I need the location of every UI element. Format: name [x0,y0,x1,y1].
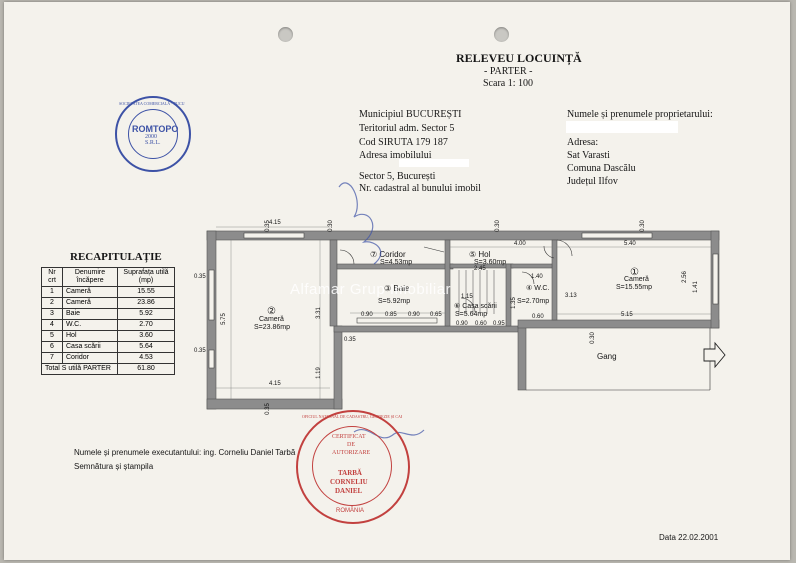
official-country: ROMÂNIA [336,508,365,514]
redacted-address [399,159,469,167]
owner-village: Sat Varasti [567,150,610,161]
watermark: Alfamar Grup Imobiliar [290,281,452,298]
room-5-area: S=3.60mp [474,259,507,266]
room-3-area: S=5.92mp [378,298,411,305]
executant-line: Numele și prenumele executantului: ing. … [74,448,296,457]
room-6-area: S=5.64mp [455,311,488,318]
entrance-arrow-icon [703,341,726,369]
document-date: Data 22.02.2001 [659,533,719,542]
room-3-label: ③ Baie [384,284,410,293]
room-1-area: S=15.55mp [616,284,652,291]
romtopo-year: 2000 [145,134,157,140]
plan-stairs [458,270,495,314]
romtopo-srl: S.R.L. [145,140,161,146]
owner-commune: Comuna Dascălu [567,163,636,174]
document-scale: Scara 1: 100 [483,78,533,89]
dimension-lines [216,226,711,399]
address-line-3: Cod SIRUTA 179 187 [359,137,448,148]
romtopo-ring: SOCIETATEA COMERCIALĂ · BUCUREȘTI - ROMÂ… [119,101,185,106]
room-7-label: ⑦ Coridor [370,250,406,259]
punch-hole-right [494,27,509,42]
address-line-2: Teritoriul adm. Sector 5 [359,123,455,134]
signature-line: Semnătura și ștampila [74,462,154,471]
address-line-4: Adresa imobilului [359,150,432,161]
room-2-area: S=23.86mp [254,324,290,331]
redacted-owner-name [566,121,678,133]
address-line-6: Nr. cadastral al bunului imobil [359,183,481,194]
romtopo-name: ROMTOPO [132,124,179,134]
room-1-number: ① [630,267,639,278]
recap-table: Nr crt Denumire încăpere Suprafața utilă… [41,267,175,375]
owner-county: Județul Ilfov [567,176,618,187]
document-subtitle: - PARTER - [484,66,533,77]
document-sheet: RELEVEU LOCUINȚĂ - PARTER - Scara 1: 100… [4,2,790,560]
room-7-area: S=4.53mp [380,259,413,266]
room-2-name: Cameră [259,316,284,323]
gang-label: Gang [597,352,617,361]
room-2-number: ② [267,306,276,317]
owner-address-label: Adresa: [567,137,599,148]
romtopo-stamp: ROMTOPO 2000 S.R.L. SOCIETATEA COMERCIAL… [115,96,191,172]
owner-label: Numele și prenumele proprietarului: [567,109,713,120]
room-4-area: S=2.70mp [517,298,550,305]
room-6-label: ⑥ Casa scării [454,303,497,310]
official-cadastre-stamp: OFICIUL NAȚIONAL DE CADASTRU, GEODEZIE Ș… [296,410,410,524]
floor-plan [206,226,726,410]
recap-title: RECAPITULAȚIE [70,251,162,263]
plan-windows [208,232,719,369]
document-title: RELEVEU LOCUINȚĂ [456,51,582,65]
address-line-1: Municipiul BUCUREȘTI [359,109,462,120]
room-5-label: ⑤ Hol [469,250,491,259]
address-line-5: Sector 5, București [359,171,436,182]
punch-hole-left [278,27,293,42]
room-4-label: ④ W.C. [526,285,550,292]
room-1-name: Cameră [624,276,649,283]
official-ring-text: OFICIUL NAȚIONAL DE CADASTRU, GEODEZIE Ș… [302,414,402,419]
